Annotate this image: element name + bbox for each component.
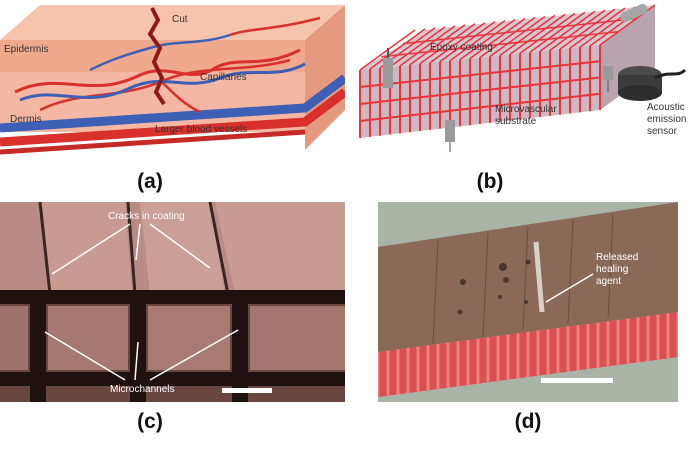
grid-channel-depth xyxy=(529,11,586,53)
grid-channel-depth xyxy=(409,24,466,66)
grid-channel-depth xyxy=(459,18,516,61)
label-released: Released xyxy=(596,252,638,263)
cell-0 xyxy=(0,306,28,370)
capillary-blue-1 xyxy=(19,62,306,102)
grid-channel-horizontal xyxy=(359,76,601,105)
grid-channel-depth xyxy=(389,26,446,68)
coating-block-1 xyxy=(40,202,132,294)
scale-bar-c xyxy=(222,388,272,393)
sensor-base xyxy=(618,85,662,101)
crack-2 xyxy=(126,201,137,295)
grid-channel-depth xyxy=(499,14,556,57)
healing-droplets xyxy=(457,259,531,315)
label-microchannels: Microchannels xyxy=(110,384,174,395)
grid-channel-depth xyxy=(559,8,616,50)
label-healing: healing xyxy=(596,264,628,275)
grid-channel-depth xyxy=(549,9,606,51)
crack-arrows xyxy=(51,223,211,275)
label-capillaries: Capillaries xyxy=(200,72,247,83)
label-epidermis: Epidermis xyxy=(4,44,48,55)
capillary-red-3 xyxy=(159,79,201,114)
scale-bar-d xyxy=(541,378,613,383)
capillary-red-top xyxy=(229,16,321,37)
inlet-tube-left xyxy=(383,58,393,88)
coating-surface xyxy=(378,202,678,352)
label-larger-vessels: Larger blood vessels xyxy=(155,124,247,135)
grid-channel-depth xyxy=(449,20,506,62)
skin-illustration: Cut Epidermis Capillaries Dermis Larger … xyxy=(0,5,348,155)
label-cut: Cut xyxy=(172,14,188,25)
grid-channel-top xyxy=(402,17,637,45)
label-epoxy-coating: Epoxy coating xyxy=(430,42,493,53)
grid-channel-depth xyxy=(569,7,626,49)
artery-vessel-lower xyxy=(0,129,306,155)
coating-block-3 xyxy=(215,202,345,294)
red-channel-lines xyxy=(376,312,680,397)
outlet-tube-bottom xyxy=(445,120,455,142)
grid-channel-depth xyxy=(429,22,486,64)
grid-channel-depth xyxy=(469,17,526,60)
photo-healing-agent: Released healing agent xyxy=(376,202,680,402)
panel-c-micrograph: Cracks in coating Microchannels xyxy=(0,201,345,402)
grid-channel-depth xyxy=(439,21,496,63)
grid-channel-depth xyxy=(489,15,546,58)
sensor-cable xyxy=(654,68,687,80)
surface-scratches xyxy=(432,213,614,345)
grid-channel-depth xyxy=(369,28,426,70)
channel-arrows xyxy=(44,329,239,381)
panel-d-photo: Released healing agent xyxy=(376,202,680,402)
released-agent-streak xyxy=(533,241,545,313)
cell-1 xyxy=(48,306,128,370)
grid-channel-top xyxy=(381,31,619,58)
micrograph-cracks: Cracks in coating Microchannels xyxy=(0,201,345,402)
grid-channel-depth xyxy=(419,23,476,65)
grid-channel-depth xyxy=(539,10,596,52)
microchannel-vertical-3 xyxy=(232,294,248,402)
grid-channel-depth xyxy=(479,16,536,59)
agent-arrow xyxy=(545,273,594,303)
crack-1 xyxy=(38,201,52,295)
capillary-red-1 xyxy=(14,48,301,94)
microchannel-horizontal-2 xyxy=(0,372,345,386)
inlet-tube-right xyxy=(620,3,648,23)
cell-2 xyxy=(148,306,230,370)
caption-a: (a) xyxy=(137,170,163,193)
label-acoustic: Acoustic xyxy=(647,102,685,113)
cell-3 xyxy=(250,306,345,370)
grid-channel-horizontal xyxy=(359,92,601,122)
label-substrate: substrate xyxy=(495,116,537,127)
label-microvascular: Microvascular xyxy=(495,104,557,115)
caption-c: (c) xyxy=(137,410,163,433)
label-agent: agent xyxy=(596,276,621,287)
grid-channel-depth xyxy=(399,25,456,67)
vein-vessel xyxy=(0,74,348,133)
cut-wound xyxy=(147,7,166,106)
capillary-blue-2 xyxy=(89,33,231,72)
outlet-tube-right xyxy=(603,66,613,80)
panel-a-skin-diagram: Cut Epidermis Capillaries Dermis Larger … xyxy=(0,0,348,170)
microvascular-illustration: Epoxy coating Microvascular substrate Ac… xyxy=(359,3,687,152)
artery-vessel xyxy=(0,88,348,147)
substrate-side-face xyxy=(600,5,655,110)
epidermis-top-surface xyxy=(0,5,345,40)
microchannel-horizontal-1 xyxy=(0,290,345,304)
panel-b-microvascular-diagram: Epoxy coating Microvascular substrate Ac… xyxy=(355,0,700,170)
grid-channel-depth xyxy=(519,12,576,54)
label-emission: emission xyxy=(647,114,686,125)
caption-b: (b) xyxy=(476,170,504,193)
label-cracks-in-coating: Cracks in coating xyxy=(108,211,185,222)
label-dermis: Dermis xyxy=(10,114,42,125)
crack-3 xyxy=(208,201,230,295)
caption-d: (d) xyxy=(514,410,542,433)
grid-channel-horizontal xyxy=(359,60,601,88)
microchannel-vertical-1 xyxy=(30,294,46,402)
grid-channel-depth xyxy=(509,13,566,55)
label-sensor: sensor xyxy=(647,126,678,137)
